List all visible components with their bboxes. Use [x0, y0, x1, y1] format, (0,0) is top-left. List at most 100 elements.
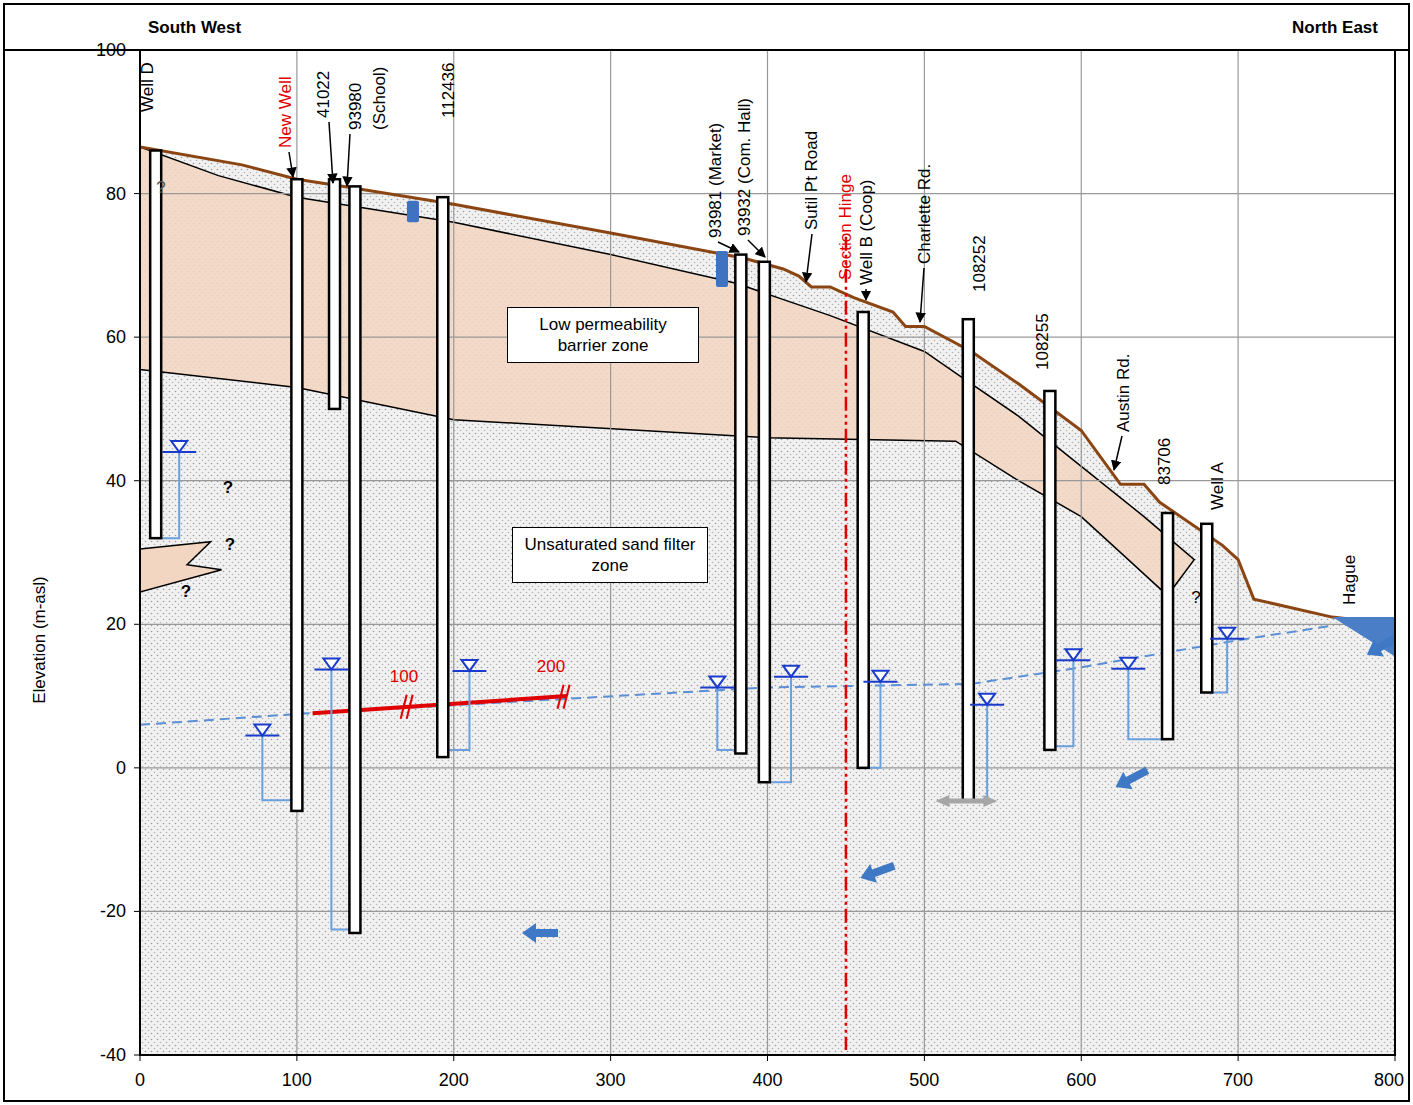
- axis-label: 200: [439, 1070, 469, 1090]
- axis-label: 200: [537, 657, 565, 677]
- leader-line: [920, 268, 924, 322]
- well-label: Sutil Pt Road: [802, 131, 822, 230]
- leader-line: [329, 122, 333, 183]
- water-level-symbol: [1219, 628, 1235, 639]
- axis-label: 800: [1374, 1070, 1404, 1090]
- well-casing: [291, 179, 302, 811]
- grid-line: [453, 50, 454, 1055]
- well-label: 93932 (Com. Hall): [735, 98, 755, 236]
- well-label: New Well: [276, 77, 296, 148]
- axis-label: ?: [156, 178, 165, 198]
- water-level-symbol: [461, 660, 477, 671]
- zone-label: Low permeability barrier zone: [516, 314, 690, 356]
- well-label: 112436: [439, 63, 459, 118]
- plot-ground: [140, 50, 1395, 1055]
- leader-line: [1114, 436, 1122, 470]
- leader-line: [347, 134, 350, 186]
- axis-label: 20: [106, 614, 126, 634]
- axis-label: 700: [1223, 1070, 1253, 1090]
- zone-label-box: Unsaturated sand filter zone: [512, 527, 708, 583]
- axis-label: ?: [181, 582, 191, 602]
- well-casing: [437, 197, 448, 757]
- water-level-symbol: [171, 441, 187, 452]
- axis-label: ?: [225, 535, 235, 555]
- axis-label: 600: [1066, 1070, 1096, 1090]
- water-level-symbol: [979, 694, 995, 705]
- grid-line: [140, 911, 1395, 912]
- axis-label: ?: [1191, 588, 1200, 608]
- axis-label: 80: [106, 184, 126, 204]
- well-label: Hague: [1340, 555, 1360, 605]
- well-label: 93981 (Market): [706, 123, 726, 238]
- well-label: (School): [370, 67, 390, 130]
- section-hinge: [845, 237, 848, 1050]
- leader-line: [865, 289, 867, 300]
- double-arrow: [935, 795, 997, 807]
- well-label: Charlette Rd.: [915, 164, 935, 264]
- plot-border: [140, 50, 1395, 1055]
- well-casing: [1201, 524, 1212, 693]
- well-label: Elevation (m-asl): [30, 576, 50, 704]
- frame: [4, 4, 1409, 1101]
- well-label: Section Hinge: [836, 174, 856, 280]
- axis-label: 0: [116, 758, 126, 778]
- well-label: Well A: [1208, 462, 1228, 510]
- water-level-symbol: [872, 671, 888, 682]
- well-label: Austin Rd.: [1114, 354, 1134, 432]
- distance-tick: [564, 685, 570, 709]
- well-screen: [407, 201, 419, 223]
- distance-tick: [401, 695, 407, 719]
- water-level-symbol: [1120, 658, 1136, 669]
- leader-line: [718, 242, 739, 252]
- axis-label: 0: [135, 1070, 145, 1090]
- water-level-symbol: [783, 666, 799, 677]
- well-label: 108252: [970, 235, 990, 292]
- distance-tick: [407, 695, 413, 719]
- flow-arrow: [522, 923, 558, 943]
- zone-label-box: Low permeability barrier zone: [507, 307, 699, 363]
- water-level-symbol: [323, 659, 339, 670]
- flow-arrow: [1111, 761, 1152, 796]
- well-casing: [349, 186, 360, 933]
- well-label: Well B (Coop): [857, 180, 877, 286]
- well-label: 83706: [1155, 438, 1175, 485]
- water-level-symbol: [254, 725, 270, 736]
- well-casing: [1044, 391, 1055, 750]
- distance-tick: [558, 685, 564, 709]
- well-screen: [716, 251, 728, 287]
- axis-label: 400: [752, 1070, 782, 1090]
- hague-lake: [1332, 617, 1395, 656]
- well-label: 93980: [346, 83, 366, 130]
- axis-label: South West: [148, 18, 241, 38]
- axis-label: 300: [596, 1070, 626, 1090]
- axis-label: -20: [100, 901, 126, 921]
- well-casing: [759, 262, 770, 782]
- well-casing: [858, 312, 869, 768]
- well-casing: [963, 319, 974, 800]
- grid-line: [1081, 50, 1082, 1055]
- well-label: 41022: [314, 71, 334, 118]
- well-casing: [329, 179, 340, 409]
- axis-label: 500: [909, 1070, 939, 1090]
- water-level-symbol: [1065, 649, 1081, 660]
- grid-line: [1238, 50, 1239, 1055]
- axis-label: ?: [223, 478, 233, 498]
- flow-arrow: [857, 856, 898, 887]
- well-label: 108255: [1033, 313, 1053, 370]
- axis-label: North East: [1292, 18, 1378, 38]
- axis-label: 100: [390, 667, 418, 687]
- axis-label: -40: [100, 1045, 126, 1065]
- axis-label: 60: [106, 327, 126, 347]
- flow-arrow: [1362, 628, 1395, 663]
- well-casing: [735, 255, 746, 754]
- leader-line: [748, 240, 765, 257]
- axis-label: 100: [96, 40, 126, 60]
- leader-line: [289, 152, 293, 177]
- water-level-symbol: [709, 676, 725, 687]
- well-casing: [150, 151, 161, 539]
- barrier-lens: [140, 542, 222, 592]
- axis-label: 100: [282, 1070, 312, 1090]
- leader-line: [806, 234, 812, 282]
- axis-label: 40: [106, 471, 126, 491]
- well-label: Well D: [138, 62, 158, 112]
